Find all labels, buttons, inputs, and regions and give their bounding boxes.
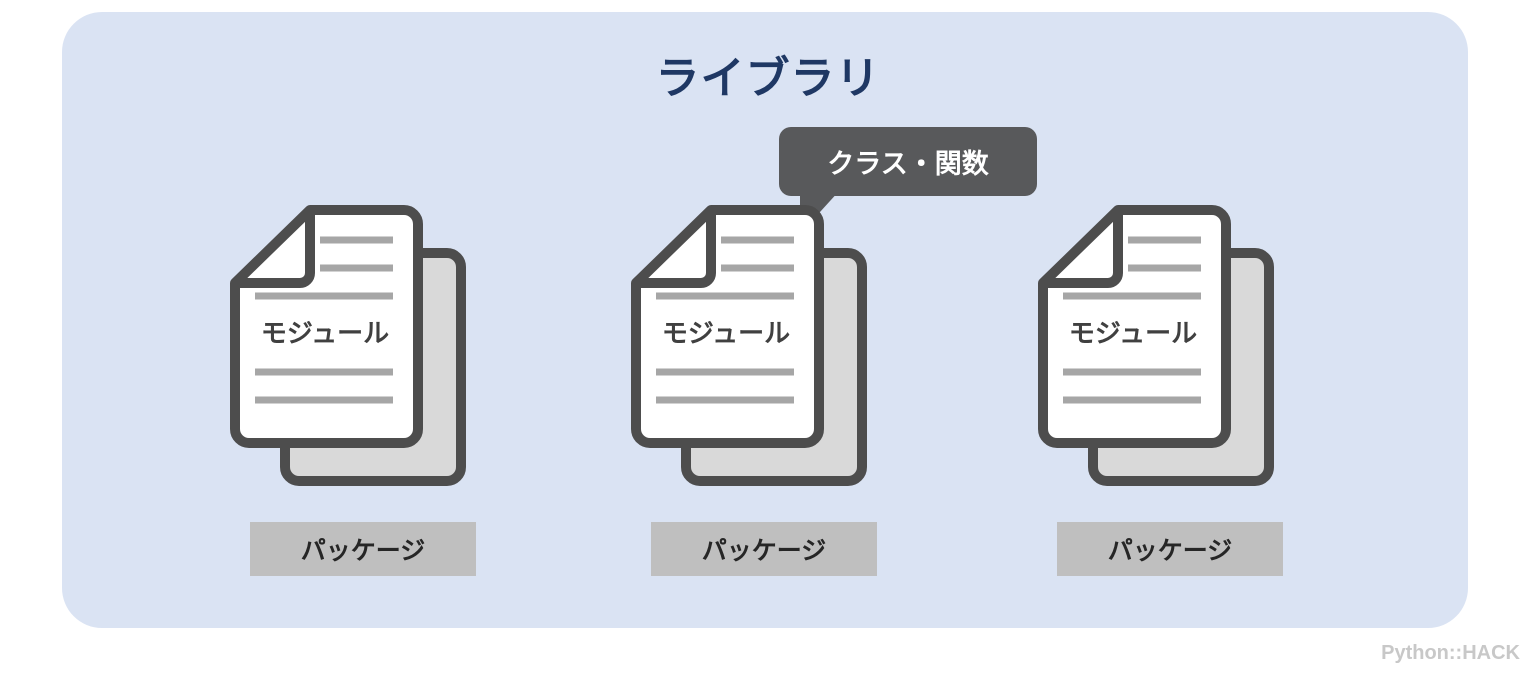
module-label: モジュール [260,319,390,349]
document-stack-icon [230,205,466,486]
package-label: パッケージ [1057,522,1283,576]
module-1: モジュール [230,205,470,489]
package-label: パッケージ [250,522,476,576]
module-3: モジュール [1038,205,1278,489]
module-label: モジュール [661,319,791,349]
document-stack-icon [631,205,867,486]
module-2: モジュール [631,205,871,489]
callout-class-function: クラス・関数 [779,127,1037,196]
document-stack-icon [1038,205,1274,486]
library-title: ライブラリ [655,53,881,104]
package-label: パッケージ [651,522,877,576]
module-label: モジュール [1068,319,1198,349]
watermark: Python::HACK [1381,642,1520,664]
